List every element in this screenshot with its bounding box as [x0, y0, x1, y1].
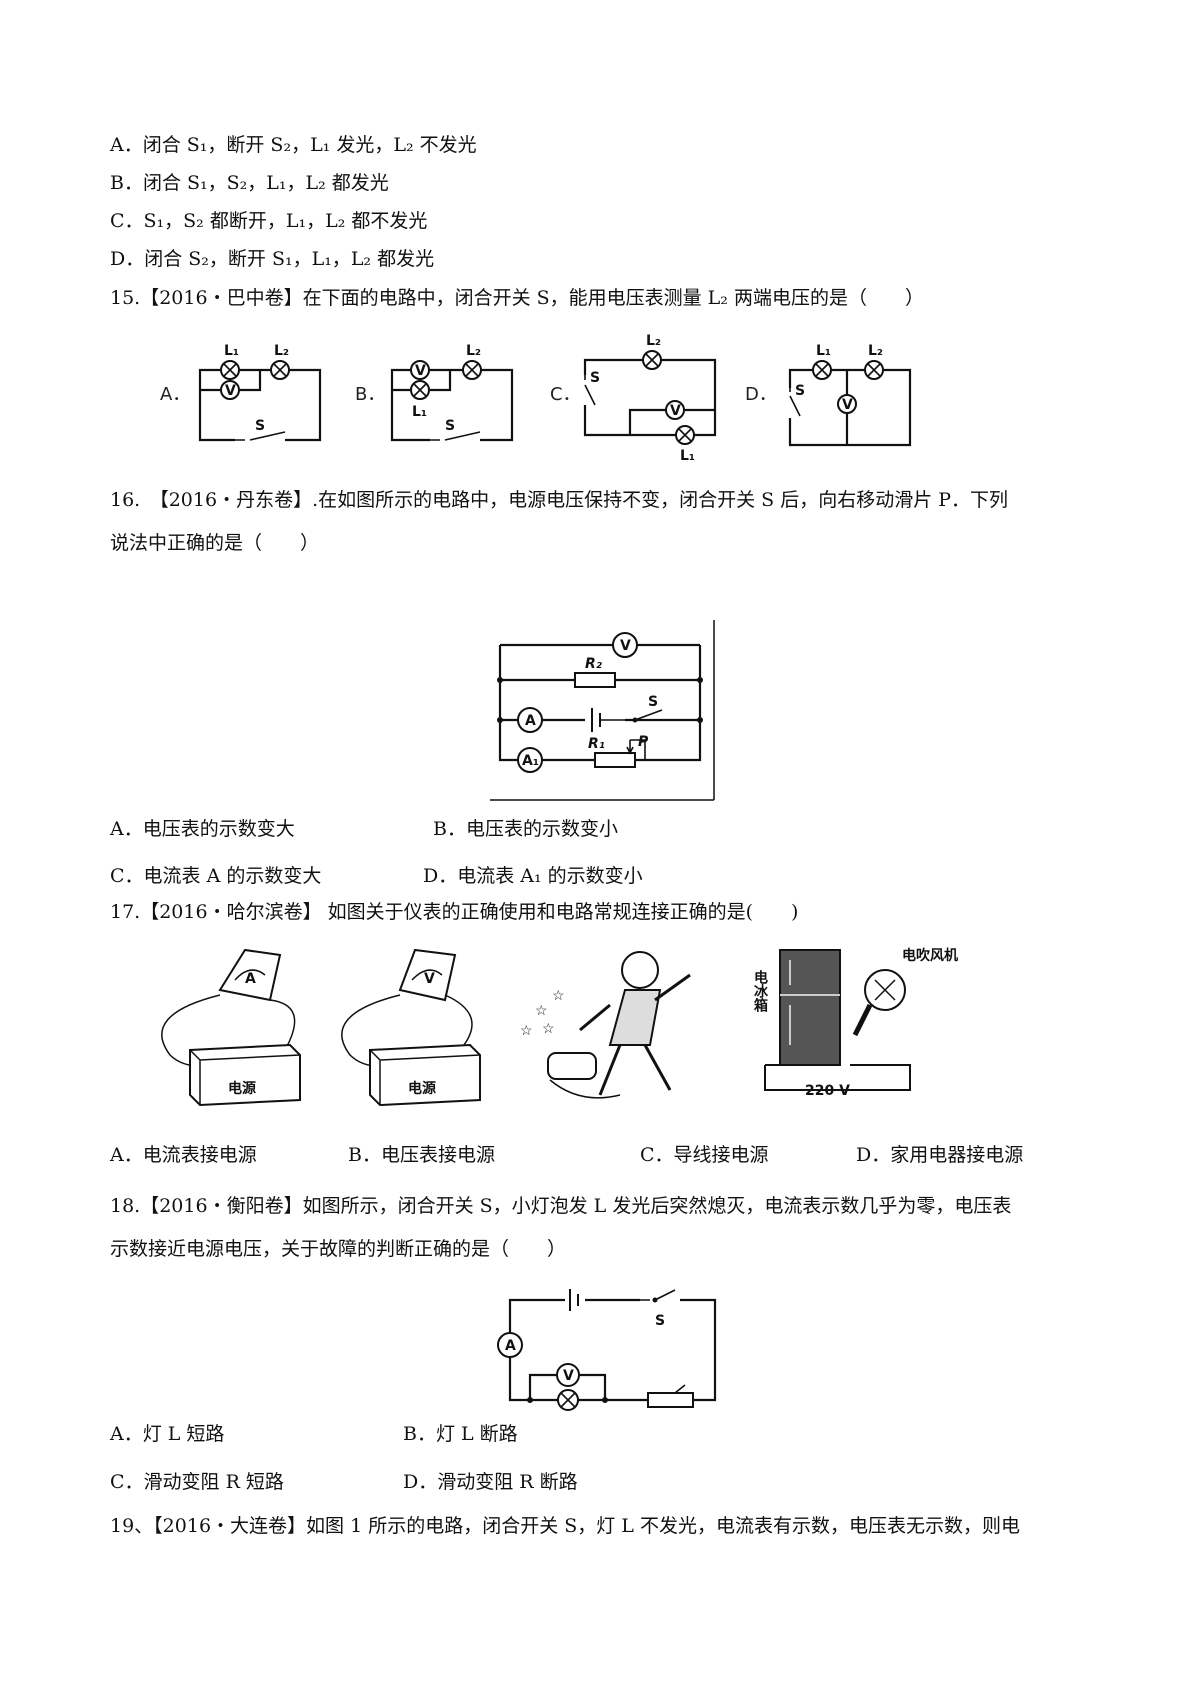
q17-option-c: C．导线接电源: [640, 1144, 769, 1166]
q17-source-label-a: 电源: [228, 1080, 256, 1097]
q15-stem: 15.【2016・巴中卷】在下面的电路中，闭合开关 S，能用电压表测量 L₂ 两…: [110, 287, 924, 309]
q15-a-voltmeter-label: V: [225, 383, 236, 399]
q17-fig-voltmeter: V 电源: [341, 948, 481, 1107]
q17-option-b: B．电压表接电源: [348, 1144, 495, 1166]
svg-text:☆: ☆: [535, 1003, 548, 1019]
q15-circuit-b: V L₂ L₁ S: [390, 343, 514, 446]
q17-voltage-label: 220 V: [805, 1083, 850, 1099]
q15-d-switch-label: S: [795, 383, 805, 399]
q15-circuit-figures: A． V L₁ L₂ S B． V L₂ L₁ S: [160, 333, 912, 464]
q18-switch-label: S: [655, 1313, 665, 1329]
q16-voltmeter-label: V: [620, 638, 631, 654]
q15-c-lamp1-label: L₁: [680, 448, 695, 464]
q18-ammeter-label: A: [505, 1338, 516, 1354]
q18-stem-line2: 示数接近电源电压，关于故障的判断正确的是（ ）: [110, 1238, 567, 1260]
q16-stem-line1: 16. 【2016・丹东卷】.在如图所示的电路中，电源电压保持不变，闭合开关 S…: [110, 489, 1009, 511]
q16-stem-line2: 说法中正确的是（ ）: [110, 532, 320, 554]
q18-circuit-figure: S A V: [497, 1289, 717, 1411]
q17-fig-appliances: 电冰箱 电吹风机 220 V: [752, 947, 958, 1099]
q16-circuit-figure: V R₂ A S A₁ R₁ P: [490, 620, 715, 801]
q14-option-c: C．S₁，S₂ 都断开，L₁，L₂ 都不发光: [110, 210, 428, 232]
q15-circuit-a: V L₁ L₂ S: [198, 343, 322, 446]
q15-d-lamp1-label: L₁: [816, 343, 831, 359]
q16-ammeter-label: A: [525, 713, 536, 729]
q14-option-d: D．闭合 S₂，断开 S₁，L₁，L₂ 都发光: [110, 248, 435, 270]
q14-option-a: A．闭合 S₁，断开 S₂，L₁ 发光，L₂ 不发光: [110, 134, 477, 156]
q15-fig-label-d: D．: [745, 384, 777, 405]
q17-stem: 17.【2016・哈尔滨卷】 如图关于仪表的正确使用和电路常规连接正确的是( ): [110, 901, 799, 923]
q15-fig-label-b: B．: [355, 384, 385, 405]
q18-voltmeter-label: V: [563, 1368, 574, 1384]
q16-option-d: D．电流表 A₁ 的示数变小: [423, 865, 643, 887]
q16-option-a: A．电压表的示数变大: [110, 818, 295, 840]
q14-option-b: B．闭合 S₁，S₂，L₁，L₂ 都发光: [110, 172, 389, 194]
q16-switch-label: S: [648, 694, 658, 710]
q17-ammeter-symbol: A: [245, 971, 256, 987]
q18-option-b: B．灯 L 断路: [403, 1423, 518, 1445]
q15-fig-label-c: C．: [550, 384, 581, 405]
q18-option-d: D．滑动变阻 R 断路: [403, 1471, 578, 1493]
q16-option-b: B．电压表的示数变小: [433, 818, 618, 840]
q15-a-lamp1-label: L₁: [224, 343, 239, 359]
q16-slider-label: P: [638, 734, 649, 750]
q15-a-switch-label: S: [255, 418, 265, 434]
q17-option-d: D．家用电器接电源: [856, 1144, 1024, 1166]
q17-voltmeter-symbol: V: [424, 971, 435, 987]
q15-c-voltmeter-label: V: [670, 403, 681, 419]
q18-option-c: C．滑动变阻 R 短路: [110, 1471, 284, 1493]
q17-fig-ammeter: A 电源: [161, 948, 301, 1107]
q15-circuit-d: L₁ L₂ V S: [784, 343, 912, 447]
q15-c-lamp2-label: L₂: [646, 333, 661, 349]
q16-r2-label: R₂: [585, 656, 603, 672]
q15-d-voltmeter-label: V: [842, 397, 853, 413]
q17-fig-wire-shock: ☆ ☆ ☆ ☆: [520, 951, 691, 1099]
q15-b-lamp1-label: L₁: [412, 404, 427, 420]
q19-stem: 19、【2016・大连卷】如图 1 所示的电路，闭合开关 S，灯 L 不发光，电…: [110, 1515, 1020, 1537]
svg-text:☆: ☆: [542, 1021, 555, 1037]
q16-ammeter1-label: A₁: [522, 753, 539, 769]
q15-c-switch-label: S: [590, 370, 600, 386]
svg-text:☆: ☆: [552, 988, 565, 1004]
q17-figures: A 电源 V 电源 ☆ ☆ ☆ ☆: [161, 947, 958, 1107]
q15-b-voltmeter-label: V: [415, 363, 426, 379]
q15-d-lamp2-label: L₂: [868, 343, 883, 359]
q15-circuit-c: L₂ V L₁ S: [579, 333, 717, 464]
q17-option-a: A．电流表接电源: [110, 1144, 257, 1166]
q16-r1-label: R₁: [588, 736, 605, 752]
svg-text:☆: ☆: [520, 1023, 533, 1039]
q15-b-lamp2-label: L₂: [466, 343, 481, 359]
q17-dryer-label: 电吹风机: [902, 947, 958, 964]
q15-fig-label-a: A．: [160, 384, 190, 405]
q16-option-c: C．电流表 A 的示数变大: [110, 865, 322, 887]
q18-stem-line1: 18.【2016・衡阳卷】如图所示，闭合开关 S，小灯泡发 L 发光后突然熄灭，…: [110, 1195, 1012, 1217]
q18-option-a: A．灯 L 短路: [110, 1423, 225, 1445]
q15-b-switch-label: S: [445, 418, 455, 434]
q15-a-lamp2-label: L₂: [274, 343, 289, 359]
q17-fridge-label: 电冰箱: [752, 969, 768, 1013]
q17-source-label-b: 电源: [408, 1080, 436, 1097]
